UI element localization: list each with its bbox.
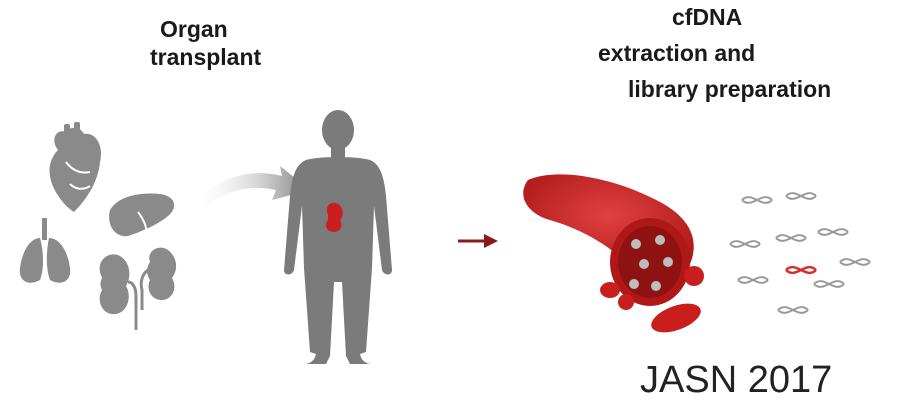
kidney-icon [100,254,136,330]
blood-vessel-icon [523,174,704,338]
donor-dna-fragment-icon [786,267,816,273]
heart-icon [49,122,101,212]
human-body-icon [284,110,392,364]
citation-text: JASN 2017 [640,358,832,402]
liver-icon [109,194,174,237]
process-arrow [458,234,498,248]
dna-fragment-icon [730,193,870,313]
lungs-icon [20,218,70,283]
transplanted-kidney-icon [326,203,343,232]
kidney-icon [141,248,176,310]
